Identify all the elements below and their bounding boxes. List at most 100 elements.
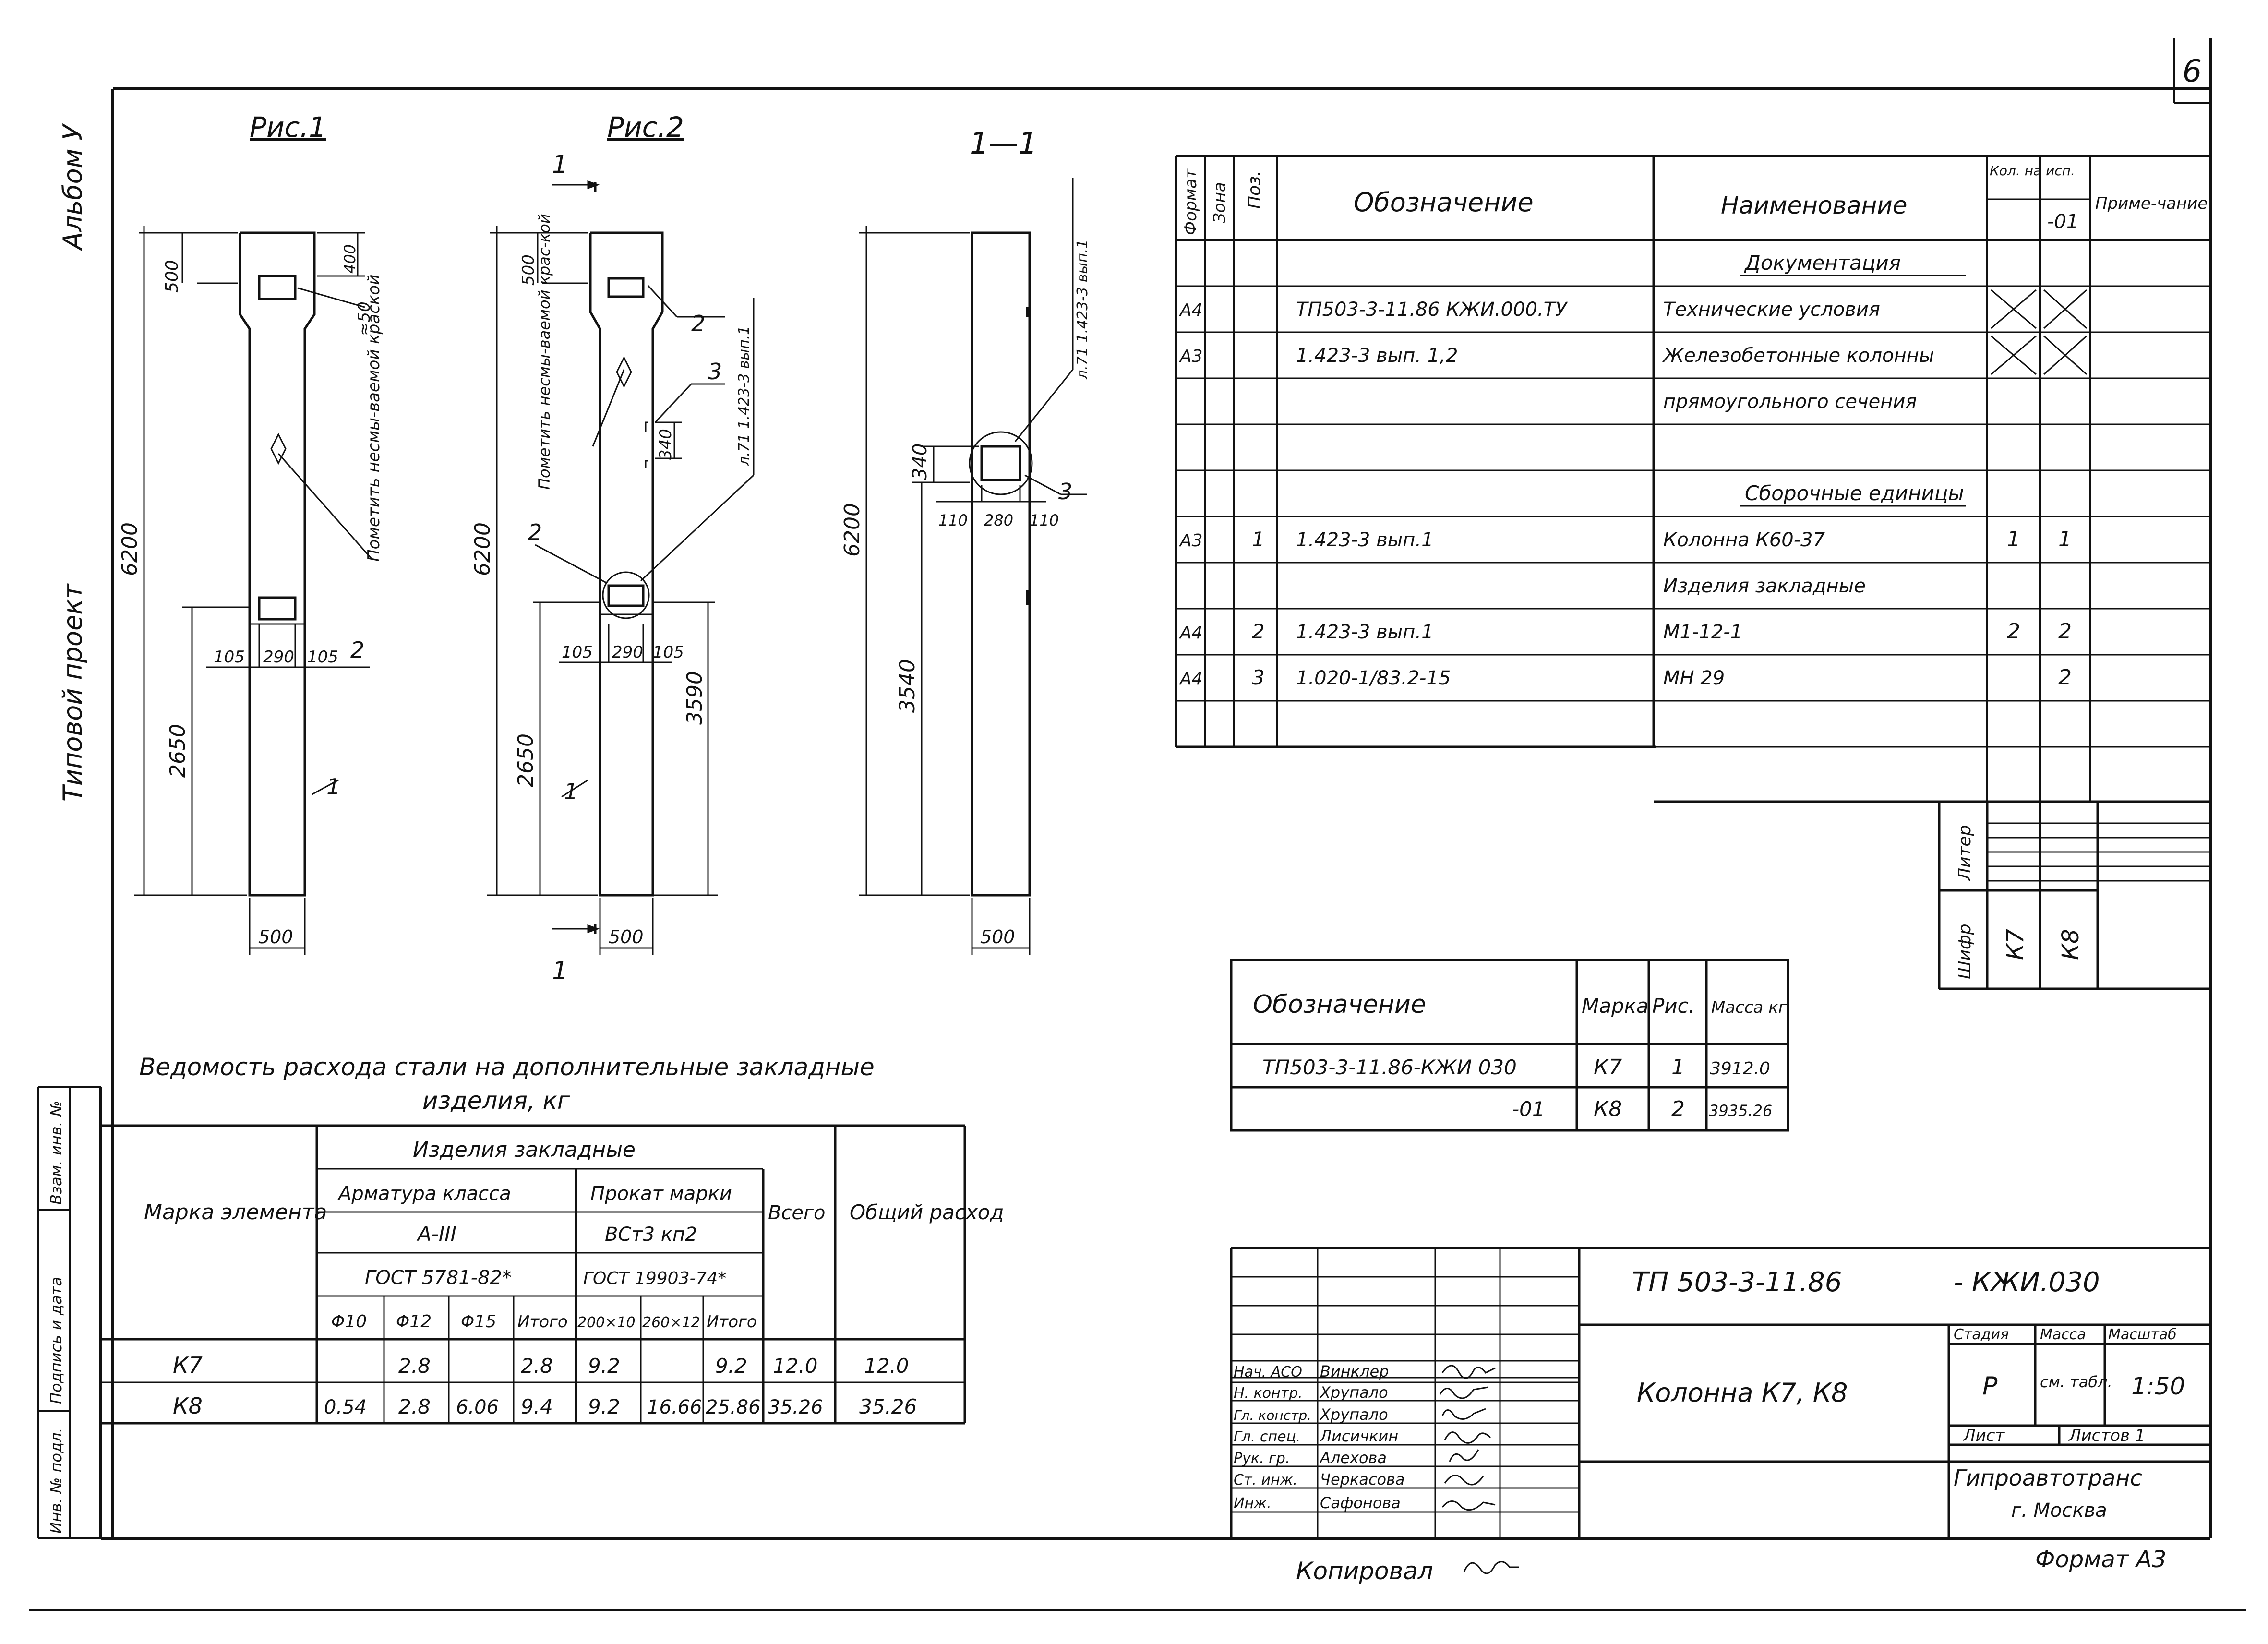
staff-role-3: Гл. спец. bbox=[1234, 1428, 1300, 1445]
sec11-dim-340: 340 bbox=[909, 444, 931, 480]
spec-cell-name: Технические условия bbox=[1663, 299, 1880, 321]
steel-r2-mark: К8 bbox=[173, 1393, 203, 1419]
variant-r2-designation: -01 bbox=[1512, 1097, 1545, 1121]
spec-h-designation: Обозначение bbox=[1354, 187, 1534, 217]
variant-r1-mark: К7 bbox=[1594, 1055, 1622, 1080]
fig2-dim-6200: 6200 bbox=[470, 522, 495, 576]
fig2-dim-105a: 105 bbox=[562, 643, 593, 662]
spec-cell-qty-1: 1 bbox=[2007, 527, 2020, 552]
spec-h-qty: Кол. на исп. bbox=[1990, 163, 2075, 179]
side-stamp-vzam: Взам. инв. № bbox=[47, 1101, 65, 1205]
cipher-k7: К7 bbox=[2002, 929, 2029, 960]
fig1-callout-1: 1 bbox=[326, 774, 340, 800]
spec-cell-designation: 1.020-1/83.2-15 bbox=[1296, 667, 1451, 689]
spec-cell-name: Колонна К60-37 bbox=[1663, 529, 1825, 551]
sec11-dim-110b: 110 bbox=[1030, 511, 1059, 529]
steel-h-rebar-class: А-III bbox=[416, 1222, 456, 1246]
sec11-dim-500-bottom: 500 bbox=[980, 926, 1015, 948]
fig1-dim-6200: 6200 bbox=[118, 522, 142, 576]
fig1-dim-105b: 105 bbox=[307, 648, 338, 667]
steel-r2-f10: 0.54 bbox=[324, 1396, 367, 1418]
steel-sub-200x10: 200×10 bbox=[577, 1314, 636, 1331]
staff-name-1: Хрупало bbox=[1319, 1383, 1388, 1402]
spec-cross-mark bbox=[2043, 289, 2088, 329]
fig2-callout-2-top: 2 bbox=[691, 311, 705, 336]
fig2-callout-3: 3 bbox=[708, 359, 722, 384]
spec-cell-designation: 1.423-3 вып. 1,2 bbox=[1296, 345, 1458, 367]
steel-r2-total2: 25.86 bbox=[706, 1396, 761, 1418]
figure-2-title: Рис.2 bbox=[607, 111, 684, 144]
title-block: ТП 503-3-11.86 - КЖИ.030 Колонна К7, К8 … bbox=[1230, 1247, 2210, 1538]
sec11-dim-6200: 6200 bbox=[840, 503, 864, 557]
project-kind-label: Типовой проект bbox=[58, 583, 88, 802]
spec-cell-format: А4 bbox=[1179, 300, 1203, 320]
steel-table: Ведомость расхода стали на дополнительны… bbox=[101, 1053, 1004, 1425]
spec-cell-name: МН 29 bbox=[1663, 667, 1725, 689]
steel-sub-f15: Φ15 bbox=[461, 1312, 496, 1332]
title-code-suffix: - КЖИ.030 bbox=[1954, 1267, 2100, 1298]
staff-name-3: Лисичкин bbox=[1320, 1427, 1398, 1445]
steel-h-total: Всего bbox=[768, 1202, 826, 1224]
title-stage-h: Стадия bbox=[1954, 1326, 2009, 1343]
sec11-dim-110a: 110 bbox=[938, 511, 968, 529]
steel-r1-overall: 12.0 bbox=[864, 1354, 909, 1378]
fig1-dim-50: ≈50 bbox=[355, 301, 374, 336]
steel-h-roll: Прокат марки bbox=[590, 1183, 732, 1205]
fig2-note-paint: Пометить несмы-ваемой крас-кой bbox=[535, 214, 553, 490]
side-stamp-inv: Инв. № подл. bbox=[47, 1428, 65, 1534]
steel-r2-f12: 2.8 bbox=[398, 1395, 431, 1418]
figure-2: Рис.2 1 1 bbox=[470, 111, 755, 985]
spec-h-zone: Зона bbox=[1210, 182, 1229, 223]
staff-signatures bbox=[1439, 1365, 1496, 1511]
title-org-2: г. Москва bbox=[2011, 1500, 2107, 1522]
spec-cell-designation: 1.423-3 вып.1 bbox=[1296, 529, 1434, 551]
spec-h-name: Наименование bbox=[1721, 192, 1908, 219]
figure-1: Рис.1 bbox=[118, 111, 384, 955]
spec-cell-qty-1: 2 bbox=[2007, 619, 2020, 644]
sec11-dim-280: 280 bbox=[984, 511, 1013, 529]
fig2-section-mark-top: 1 bbox=[552, 150, 568, 179]
section-1-1: 1—1 6200 3540 bbox=[840, 126, 1091, 955]
spec-cell-format: А4 bbox=[1179, 669, 1203, 689]
staff-name-4: Алехова bbox=[1319, 1449, 1387, 1467]
variant-h-mass: Масса кг bbox=[1711, 998, 1788, 1017]
side-stamp-sign: Подпись и дата bbox=[47, 1277, 65, 1404]
staff-role-6: Инж. bbox=[1234, 1495, 1272, 1512]
spec-cell-pos: 1 bbox=[1252, 528, 1265, 551]
spec-cell-designation: 1.423-3 вып.1 bbox=[1296, 621, 1434, 643]
steel-r1-mark: К7 bbox=[173, 1352, 203, 1378]
staff-role-4: Рук. гр. bbox=[1234, 1450, 1290, 1467]
variant-h-designation: Обозначение bbox=[1253, 990, 1426, 1019]
fig2-dim-500: 500 bbox=[519, 254, 538, 286]
title-name: Колонна К7, К8 bbox=[1637, 1378, 1848, 1408]
variant-r2-mark: К8 bbox=[1594, 1097, 1622, 1121]
steel-table-title-1: Ведомость расхода стали на дополнительны… bbox=[139, 1053, 875, 1081]
fig2-dim-2650: 2650 bbox=[514, 733, 538, 787]
spec-h-format: Формат bbox=[1181, 168, 1200, 235]
figure-1-title: Рис.1 bbox=[250, 111, 326, 144]
spec-cell-name: Сборочные единицы bbox=[1745, 481, 1964, 505]
variant-h-fig: Рис. bbox=[1652, 994, 1695, 1018]
variant-h-mark: Марка bbox=[1582, 994, 1649, 1018]
spec-cross-mark bbox=[1991, 335, 2037, 375]
fig2-sheet-ref: л.71 1.423-3 вып.1 bbox=[736, 326, 753, 466]
fig1-dim-290: 290 bbox=[263, 648, 294, 667]
title-org-1: Гипроавтотранс bbox=[1954, 1465, 2142, 1491]
litera-block: Литер Шифр К7 К8 bbox=[1938, 802, 2210, 990]
steel-r1-total1: 2.8 bbox=[521, 1354, 553, 1378]
steel-sub-260x12: 260×12 bbox=[642, 1314, 700, 1331]
sec11-callout-3: 3 bbox=[1058, 479, 1072, 504]
copier-signature bbox=[1463, 1561, 1519, 1574]
side-stamp: Инв. № подл. Подпись и дата Взам. инв. № bbox=[37, 1086, 101, 1539]
section-1-1-title: 1—1 bbox=[970, 126, 1037, 161]
spec-cell-name: Документация bbox=[1744, 251, 1901, 275]
fig2-dim-290: 290 bbox=[612, 643, 643, 662]
fig1-dim-400: 400 bbox=[341, 244, 359, 274]
spec-cell-format: А3 bbox=[1179, 347, 1203, 366]
spec-cell-qty-2: 1 bbox=[2058, 527, 2072, 552]
steel-h-overall: Общий расход bbox=[850, 1200, 1004, 1224]
steel-h-rebar-gost: ГОСТ 5781-82* bbox=[365, 1267, 512, 1289]
steel-r1-200: 9.2 bbox=[588, 1354, 620, 1378]
